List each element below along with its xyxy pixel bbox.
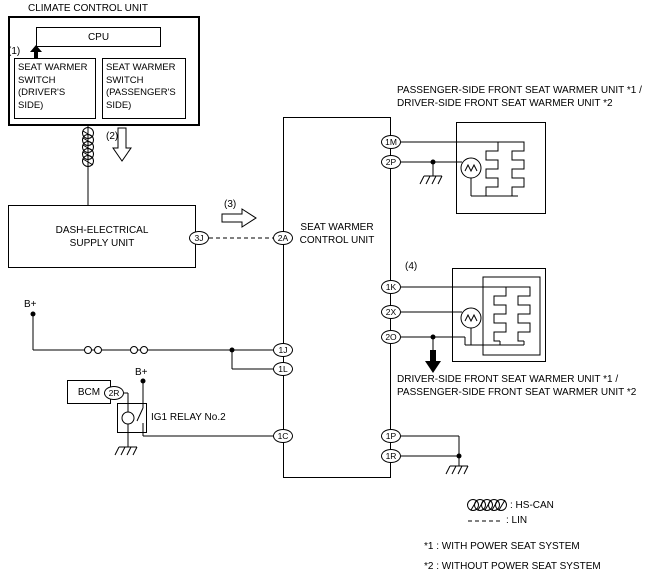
ground-icon [419, 175, 443, 185]
warmer-unit-bottom-label: DRIVER-SIDE FRONT SEAT WARMER UNIT *1 / … [397, 374, 637, 398]
pin-2r: 2R [104, 386, 124, 400]
pin-1r: 1R [381, 449, 401, 463]
warmer-unit-inner-box [482, 276, 541, 356]
legend-note-1: *1 : WITH POWER SEAT SYSTEM [424, 541, 580, 552]
front-seat-warmer-unit-bottom-box [452, 268, 546, 362]
ground-arrow-down-icon [425, 350, 441, 373]
relay-coil-icon [121, 411, 135, 425]
seat-warmer-switch-driver-box: SEAT WARMER SWITCH (DRIVER'S SIDE) [14, 58, 96, 119]
flow-arrow-right-icon [221, 208, 257, 228]
pin-1j: 1J [273, 343, 293, 357]
ground-icon [445, 465, 469, 475]
callout-1: (1) [8, 46, 21, 57]
fuse-icon [130, 346, 148, 354]
legend-hs-can-coil-icon [467, 499, 507, 511]
callout-2: (2) [106, 131, 119, 142]
dash-electrical-supply-unit-box: DASH-ELECTRICAL SUPPLY UNIT [8, 205, 196, 268]
pin-1m: 1M [381, 135, 401, 149]
climate-control-unit-box [8, 16, 200, 126]
b-plus-label: B+ [24, 299, 37, 310]
signal-arrow-up-icon [30, 45, 42, 58]
legend-note-2: *2 : WITHOUT POWER SEAT SYSTEM [424, 561, 601, 572]
junction-dot [30, 159, 462, 459]
pin-3j: 3J [189, 231, 209, 245]
callout-4: (4) [405, 261, 418, 272]
callout-3: (3) [224, 199, 237, 210]
b-plus-label: B+ [135, 367, 148, 378]
ig1-relay-label: IG1 RELAY No.2 [151, 412, 226, 423]
flow-arrow-down-icon [112, 127, 132, 162]
pin-2a: 2A [273, 231, 293, 245]
pin-1l: 1L [273, 362, 293, 376]
pin-2o: 2O [381, 330, 401, 344]
pin-2x: 2X [381, 305, 401, 319]
fuse-icon [84, 346, 102, 354]
pin-1c: 1C [273, 429, 293, 443]
pin-1p: 1P [381, 429, 401, 443]
seat-warmer-control-unit-box [283, 117, 391, 478]
legend-lin-label: : LIN [506, 515, 528, 526]
pin-1k: 1K [381, 280, 401, 294]
ig1-relay-box [117, 403, 147, 433]
front-seat-warmer-unit-top-box [456, 122, 546, 214]
pin-2p: 2P [381, 155, 401, 169]
lin-dashed-wire [209, 237, 500, 522]
seat-warmer-control-unit-label: SEAT WARMER CONTROL UNIT [299, 222, 375, 246]
climate-unit-title: CLIMATE CONTROL UNIT [28, 3, 149, 14]
legend-hs-can-label: : HS-CAN [510, 500, 554, 511]
seat-warmer-switch-passenger-box: SEAT WARMER SWITCH (PASSENGER'S SIDE) [102, 58, 186, 119]
cpu-box: CPU [36, 27, 161, 47]
warmer-unit-top-label: PASSENGER-SIDE FRONT SEAT WARMER UNIT *1… [397, 85, 642, 109]
ground-icon [114, 446, 138, 456]
wire-runs [32, 126, 525, 466]
